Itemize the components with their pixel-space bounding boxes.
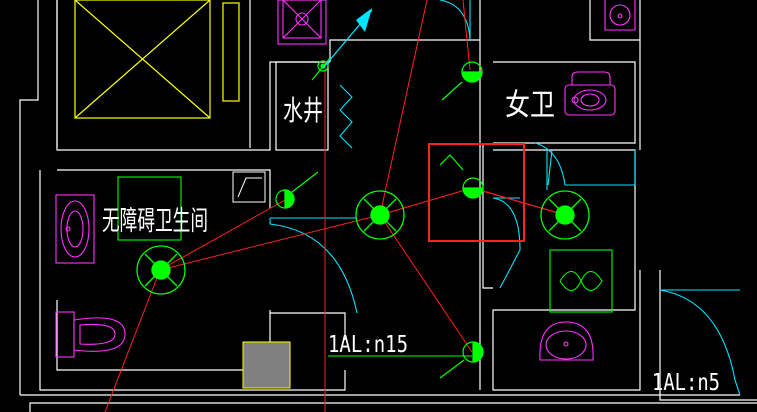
ceiling-lamp-icon [540, 190, 590, 240]
shaft-box [74, 0, 240, 119]
wall-lamp-icon [439, 341, 484, 379]
wall-lamp-icon [275, 171, 319, 209]
wash-basin-icon [55, 194, 95, 264]
highlight-box [428, 143, 525, 242]
walls [19, 0, 757, 412]
floor-drain-icon [277, 0, 327, 45]
wall-lamp-icon [441, 61, 483, 101]
wiring [104, 0, 566, 412]
circuit-label-2: 1AL:n5 [652, 370, 720, 396]
doors [269, 0, 741, 396]
room-label-accessible-wc: 无障碍卫生间 [102, 206, 208, 237]
exhaust-fan-icon [117, 176, 613, 313]
circuit-label-1: 1AL:n15 [328, 332, 408, 358]
direction-arrow-icon [322, 8, 373, 69]
squat-toilet-icon [564, 71, 616, 116]
wash-basin-icon-right [539, 321, 594, 361]
wall-lamp-icon [439, 154, 484, 199]
column-filled-block [242, 341, 291, 389]
wash-basin-icon-top [604, 0, 636, 31]
room-label-womens-wc: 女卫 [505, 88, 555, 123]
ceiling-lamp-icon [136, 245, 186, 295]
urinal-icon [55, 311, 126, 358]
ventilator-icon [232, 171, 266, 203]
room-label-mop-room: 水井 [283, 94, 323, 127]
ceiling-lamp-icon [355, 190, 405, 240]
